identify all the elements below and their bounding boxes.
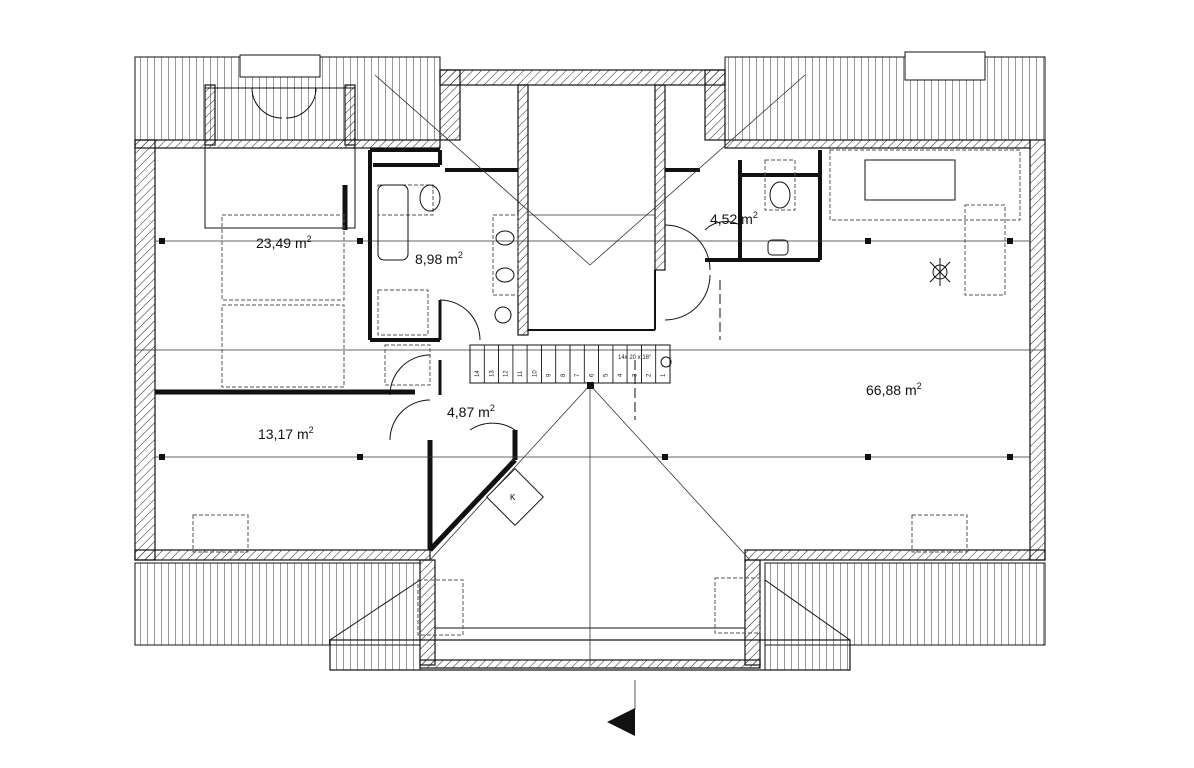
stair-step (655, 344, 671, 384)
stair-step-number: 10 (532, 370, 538, 377)
section-arrow-icon (607, 708, 635, 736)
stair-step-number: 5 (604, 373, 610, 377)
chimney: K (486, 468, 544, 526)
grid-markers (159, 238, 1013, 460)
stair-step-number: 3 (632, 373, 638, 377)
stair-step-number: 4 (618, 373, 624, 377)
stair-step-number: 9 (547, 373, 553, 377)
furniture (192, 149, 1021, 636)
area-wc: 4,52 m2 (710, 210, 758, 227)
stair-step-number: 8 (561, 373, 567, 377)
area-room: 13,17 m2 (258, 425, 314, 442)
grid-lines (135, 74, 1045, 710)
room-labels: 23,49 m2 8,98 m2 4,52 m2 66,88 m2 13,17 … (256, 210, 922, 442)
area-bathroom: 8,98 m2 (415, 250, 463, 267)
stair-step-number: 7 (575, 373, 581, 377)
stair-step-number: 11 (518, 370, 524, 377)
doors (251, 87, 741, 441)
stair-step-number: 14 (475, 370, 481, 377)
interior-walls (155, 148, 822, 552)
svg-text:K: K (510, 493, 516, 502)
stair-step-number: 6 (589, 373, 595, 377)
area-living: 66,88 m2 (866, 381, 922, 398)
bathroom-fixtures (377, 159, 956, 324)
plant-icon (929, 258, 951, 286)
stair-step-number: 2 (647, 373, 653, 377)
roof-tiles (134, 51, 1046, 671)
stair-step-number: 1 (661, 373, 667, 377)
area-bedroom: 23,49 m2 (256, 234, 312, 251)
stair-step-number: 13 (489, 370, 495, 377)
stair: 14 13 12 11 10 9 8 7 6 5 4 3 2 1 14x 20 x 18° (469, 344, 672, 384)
area-hall: 4,87 m2 (447, 403, 495, 420)
stair-spec: 14x 20 x 18° (618, 355, 652, 361)
stair-step-number: 12 (504, 370, 510, 377)
